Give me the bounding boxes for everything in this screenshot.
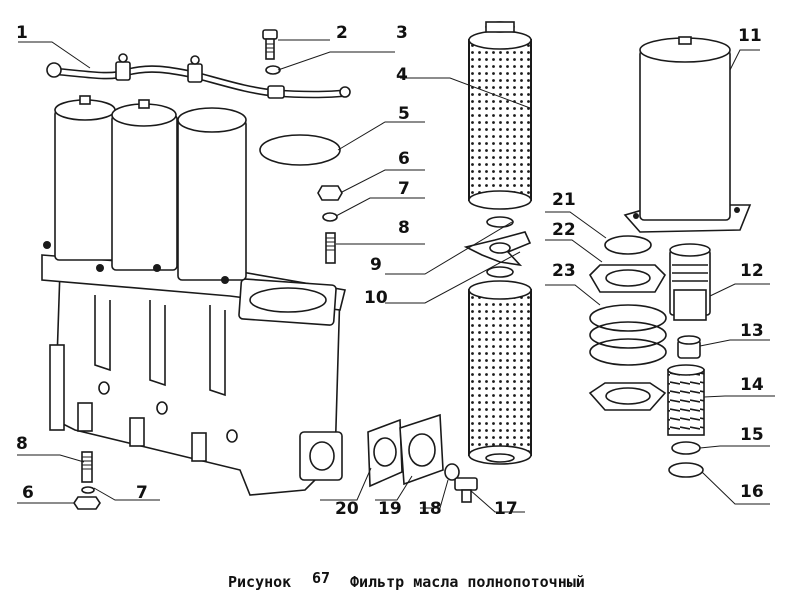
element-spring-coil [589, 304, 667, 366]
callout-19: 19 [378, 499, 402, 519]
spring-seat [671, 441, 701, 455]
element-spider-support [463, 231, 532, 267]
caption-prefix: Рисунок [228, 573, 291, 591]
valve-spring [667, 364, 705, 436]
caption-title: Фильтр масла полнопоточный [350, 573, 585, 591]
drain-plug [454, 477, 478, 503]
callout-21: 21 [552, 190, 576, 210]
filter-canister-3 [177, 107, 247, 281]
callout-15: 15 [740, 425, 764, 445]
callout-2: 2 [336, 23, 348, 43]
filter-canister-2 [111, 99, 178, 271]
nut-lower [73, 496, 101, 510]
callout-12: 12 [740, 261, 764, 281]
callout-3: 3 [396, 23, 408, 43]
valve-cap [677, 335, 701, 359]
oil-pipe-assembly [46, 53, 351, 99]
callout-8: 8 [398, 218, 410, 238]
callout-7-lower: 7 [136, 483, 148, 503]
callout-18: 18 [418, 499, 442, 519]
element-seal-lower [486, 266, 514, 278]
spring-seat-plate [588, 382, 667, 411]
callout-10: 10 [364, 288, 388, 308]
filter-housing-body [41, 254, 346, 496]
callout-22: 22 [552, 220, 576, 240]
bypass-valve [669, 243, 711, 321]
spring-washer-lower [81, 486, 95, 494]
sealing-washer [265, 65, 281, 75]
callout-4: 4 [396, 65, 408, 85]
callout-23: 23 [552, 261, 576, 281]
plug-washer [444, 463, 460, 481]
callout-13: 13 [740, 321, 764, 341]
filter-canister-1 [54, 95, 116, 261]
caption-number: 67 [312, 569, 330, 587]
callout-14: 14 [740, 375, 764, 395]
callout-7: 7 [398, 179, 410, 199]
flange-gasket [367, 418, 403, 488]
callout-17: 17 [494, 499, 518, 519]
callout-8-lower: 8 [16, 434, 28, 454]
callout-1: 1 [16, 23, 28, 43]
callout-5: 5 [398, 104, 410, 124]
stud-lower [81, 451, 93, 483]
hollow-bolt [262, 29, 278, 60]
leader-lines [17, 39, 775, 513]
callout-6-lower: 6 [22, 483, 34, 503]
callout-6: 6 [398, 149, 410, 169]
callout-labels: 1 2 3 4 5 6 7 8 9 10 11 12 13 14 15 16 1… [16, 23, 764, 519]
nut [317, 185, 343, 201]
callout-9: 9 [370, 255, 382, 275]
callout-16: 16 [740, 482, 764, 502]
callout-20: 20 [335, 499, 359, 519]
figure-caption: Рисунок 67 Фильтр масла полнопоточный [228, 569, 585, 591]
filter-element-upper [468, 21, 532, 210]
filter-element-lower [468, 280, 532, 465]
flange-plate [399, 413, 444, 486]
spring-support-plate [588, 264, 667, 293]
snap-ring [604, 235, 652, 255]
filter-cover [623, 36, 752, 233]
cover-gasket-ring [259, 134, 341, 166]
element-seal-ring [486, 216, 514, 228]
callout-11: 11 [738, 26, 762, 46]
retaining-ring [668, 462, 704, 478]
spring-washer [322, 212, 338, 222]
stud [325, 232, 336, 264]
